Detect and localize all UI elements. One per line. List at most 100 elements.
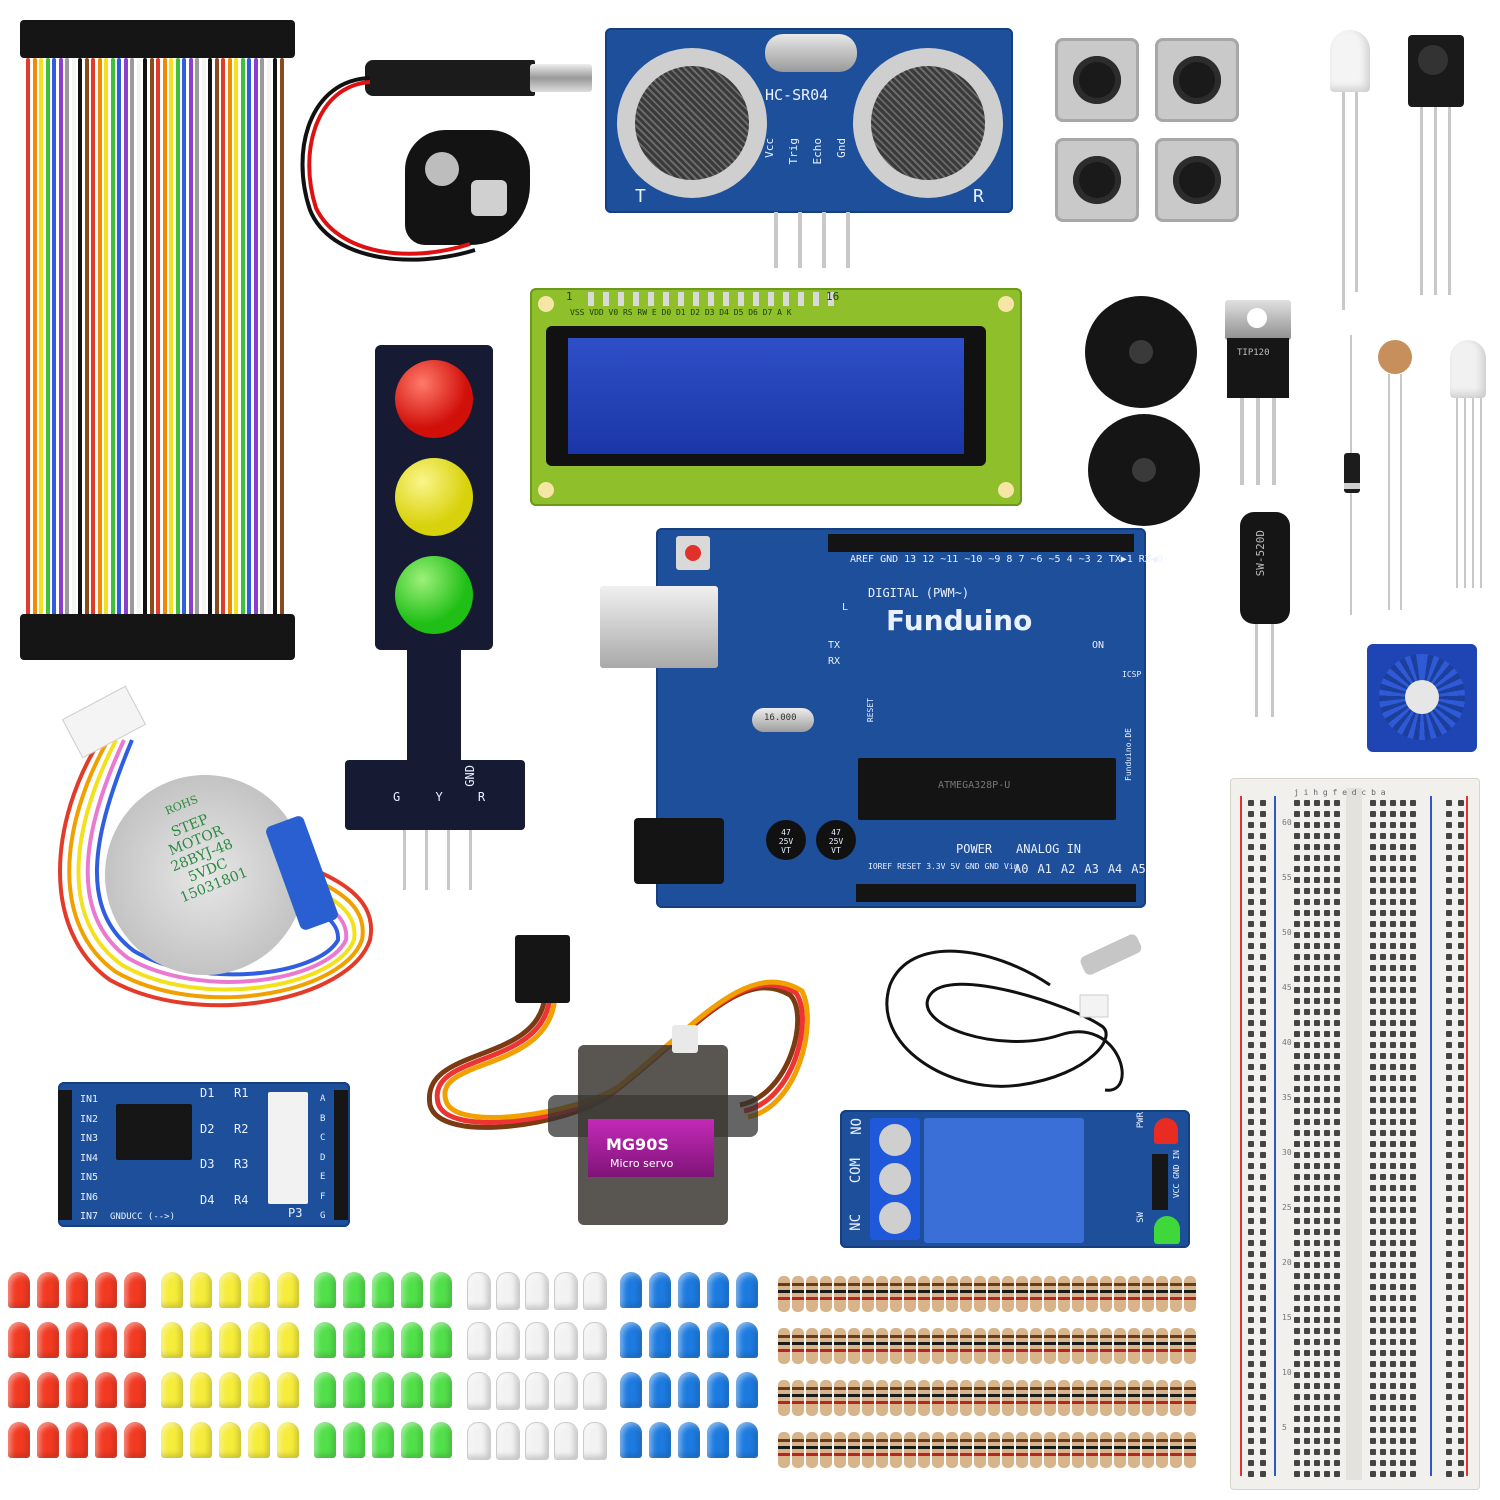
row-number: 10 bbox=[1282, 1368, 1292, 1377]
led bbox=[95, 1422, 117, 1458]
sw-label: SW bbox=[1136, 1212, 1146, 1223]
clip-wires bbox=[300, 76, 476, 262]
jumper-wire bbox=[266, 58, 271, 628]
led bbox=[736, 1422, 758, 1458]
jumper-wire bbox=[247, 58, 251, 628]
resistor bbox=[918, 1276, 930, 1312]
servo-body: MG90S Micro servo bbox=[578, 1045, 728, 1225]
resistor bbox=[1156, 1380, 1168, 1416]
resistor bbox=[1086, 1380, 1098, 1416]
rx-label: RX bbox=[828, 656, 841, 667]
capacitor-label: 47 25V VT bbox=[778, 828, 794, 855]
resistor bbox=[1058, 1328, 1070, 1364]
capacitor: 47 25V VT bbox=[766, 820, 806, 860]
led bbox=[66, 1272, 88, 1308]
led bbox=[467, 1372, 491, 1410]
resistor bbox=[1016, 1432, 1028, 1468]
pin-label: ~10 bbox=[964, 554, 983, 565]
led bbox=[277, 1372, 299, 1408]
resistor bbox=[1142, 1432, 1154, 1468]
led bbox=[401, 1322, 423, 1358]
resistor bbox=[1072, 1328, 1084, 1364]
input-header bbox=[58, 1090, 72, 1220]
resistor bbox=[1142, 1276, 1154, 1312]
led bbox=[496, 1422, 520, 1460]
resistor bbox=[1170, 1432, 1182, 1468]
led bbox=[219, 1372, 241, 1408]
resistor-assortment bbox=[778, 1276, 1206, 1491]
resistor bbox=[1086, 1328, 1098, 1364]
snap-terminal bbox=[471, 180, 507, 216]
resistor bbox=[792, 1380, 804, 1416]
resistor bbox=[1030, 1380, 1042, 1416]
output-label: D bbox=[320, 1152, 326, 1163]
jumper-wire bbox=[110, 58, 115, 628]
led bbox=[649, 1422, 671, 1458]
jumper-wire bbox=[169, 58, 173, 628]
relay-terminal-labels: NO bbox=[848, 1118, 866, 1135]
input-label: IN4 bbox=[80, 1152, 99, 1164]
lcd-display: 1 16 VSS VDD V0 RS RW E D0 D1 D2 D3 D4 D… bbox=[530, 288, 1022, 506]
motor-label: ROHS STEP MOTOR 28BYJ-48 5VDC 15031801 bbox=[133, 780, 289, 975]
jumper-wire bbox=[156, 58, 160, 628]
p3-label: P3 bbox=[288, 1206, 303, 1220]
resistor bbox=[1030, 1432, 1042, 1468]
resistor-label: R2 bbox=[234, 1121, 249, 1136]
led bbox=[372, 1372, 394, 1408]
chip-label: ATMEGA328P-U bbox=[938, 780, 1011, 791]
ir-receiver bbox=[1408, 35, 1464, 295]
resistor bbox=[1072, 1380, 1084, 1416]
input-label: IN6 bbox=[80, 1191, 99, 1203]
led bbox=[678, 1422, 700, 1458]
barrel-plug-body bbox=[365, 60, 535, 96]
crystal-label: 16.000 bbox=[764, 713, 797, 723]
led bbox=[372, 1322, 394, 1358]
resistor bbox=[890, 1380, 902, 1416]
diode-labels: D1 D2 D3 D4 bbox=[200, 1084, 214, 1210]
resistor bbox=[932, 1432, 944, 1468]
tilt-switch: SW-520D bbox=[1240, 512, 1290, 717]
pin-label: ~11 bbox=[940, 554, 959, 565]
led bbox=[314, 1272, 336, 1308]
relay-module: NO COM NC PWR VCC GND IN SW bbox=[840, 1110, 1190, 1248]
led bbox=[496, 1322, 520, 1360]
resistor bbox=[1184, 1432, 1196, 1468]
pin-label: RESET bbox=[897, 862, 922, 871]
pin-16-label: 16 bbox=[826, 290, 840, 303]
row-number: 55 bbox=[1282, 873, 1292, 882]
led bbox=[8, 1422, 30, 1458]
clip-body bbox=[405, 130, 530, 245]
led bbox=[8, 1272, 30, 1308]
resistor bbox=[960, 1432, 972, 1468]
led bbox=[525, 1422, 549, 1460]
led bbox=[314, 1322, 336, 1358]
resistor bbox=[1114, 1432, 1126, 1468]
row-number: 15 bbox=[1282, 1313, 1292, 1322]
led bbox=[95, 1372, 117, 1408]
relay-pin-labels: VCC GND IN bbox=[1172, 1150, 1181, 1199]
resistor bbox=[1142, 1328, 1154, 1364]
resistor-label: R4 bbox=[234, 1192, 249, 1207]
stepper-motor: ROHS STEP MOTOR 28BYJ-48 5VDC 15031801 bbox=[30, 685, 380, 1030]
pin-label: ~3 bbox=[1078, 554, 1091, 565]
led bbox=[248, 1422, 270, 1458]
tilt-switch-label: SW-520D bbox=[1254, 530, 1267, 577]
jumper-wire bbox=[253, 58, 258, 628]
output-label: C bbox=[320, 1133, 326, 1143]
jumper-wire bbox=[123, 58, 128, 628]
resistor bbox=[1184, 1380, 1196, 1416]
resistor bbox=[974, 1380, 986, 1416]
resistor bbox=[1100, 1328, 1112, 1364]
resistor bbox=[1100, 1276, 1112, 1312]
led bbox=[219, 1422, 241, 1458]
led bbox=[343, 1372, 365, 1408]
breadboard-column-letters: j i h g f e d c b a bbox=[1294, 788, 1386, 797]
resistor bbox=[834, 1432, 846, 1468]
led bbox=[124, 1422, 146, 1458]
led bbox=[401, 1272, 423, 1308]
led bbox=[37, 1322, 59, 1358]
traffic-gnd-label: GND bbox=[463, 765, 477, 787]
resistor bbox=[946, 1380, 958, 1416]
pin-label: 12 bbox=[922, 554, 935, 565]
led bbox=[678, 1272, 700, 1308]
